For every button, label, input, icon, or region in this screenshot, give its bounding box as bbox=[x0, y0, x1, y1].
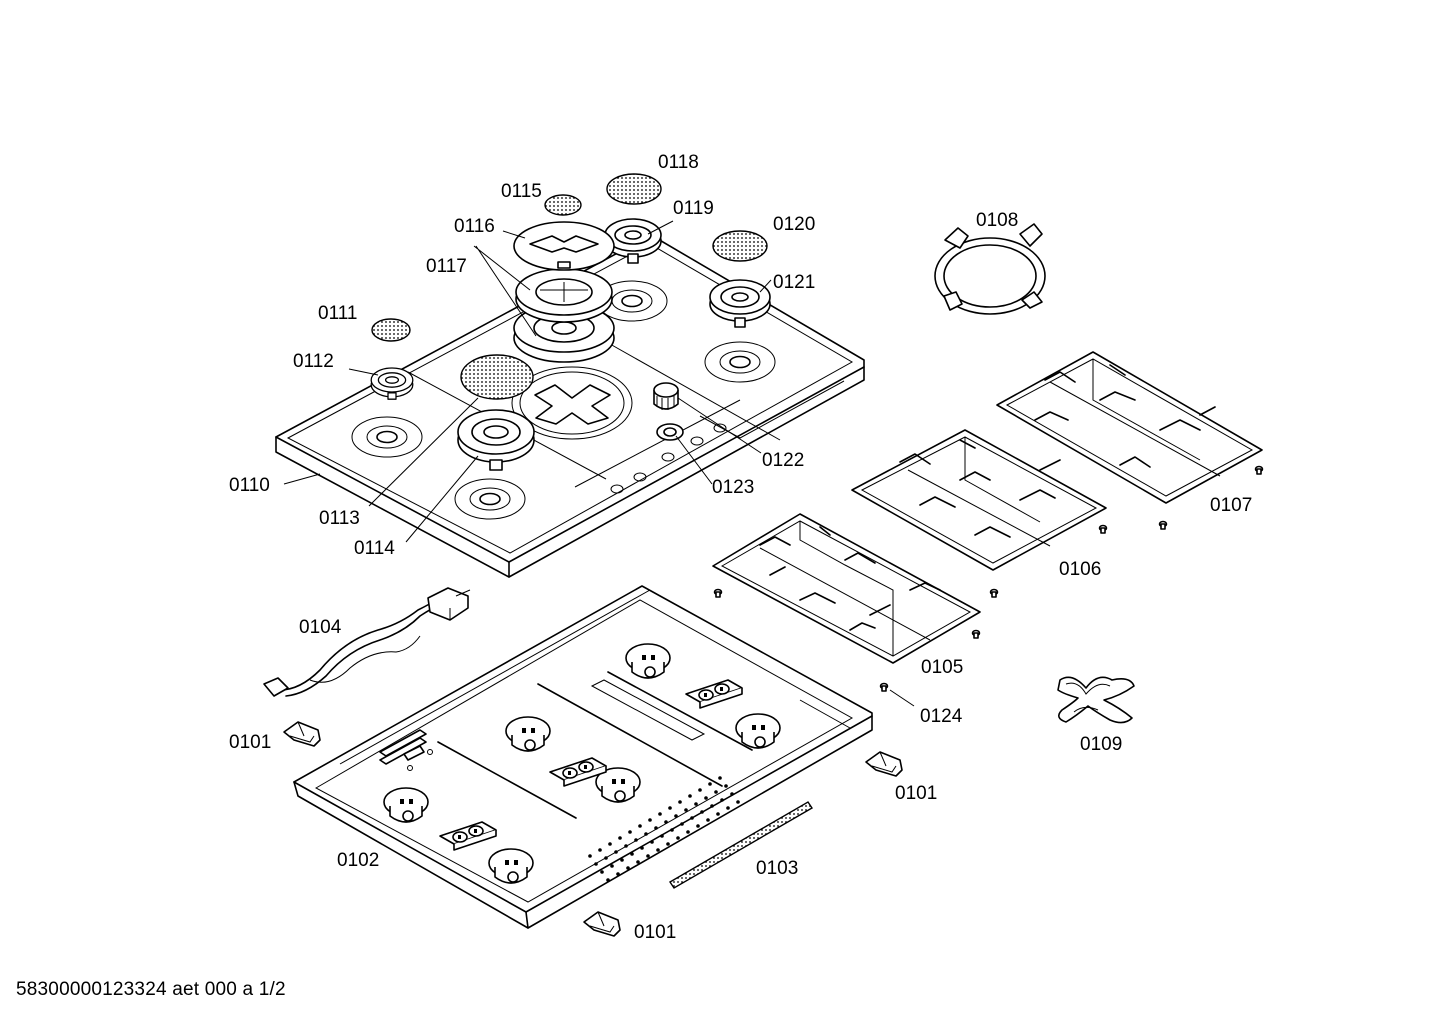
wok-ring-0108 bbox=[934, 223, 1046, 315]
burner-cap-0115 bbox=[544, 194, 582, 216]
label-0115: 0115 bbox=[501, 181, 542, 202]
control-switch-block bbox=[379, 729, 433, 771]
label-0111: 0111 bbox=[318, 303, 357, 324]
wok-cap-0116 bbox=[513, 221, 615, 271]
label-0106: 0106 bbox=[1059, 559, 1101, 580]
burner-cap-0113 bbox=[460, 354, 534, 400]
burner-cap-0120 bbox=[712, 230, 768, 262]
label-0105: 0105 bbox=[921, 657, 963, 678]
label-0117: 0117 bbox=[426, 256, 467, 277]
label-0123: 0123 bbox=[712, 477, 754, 498]
mounting-clip-0101-bottom bbox=[583, 911, 621, 937]
power-cord-0104 bbox=[263, 587, 471, 697]
label-0101-left: 0101 bbox=[229, 732, 271, 753]
burner-0114 bbox=[457, 409, 535, 471]
label-0107: 0107 bbox=[1210, 495, 1252, 516]
label-0119: 0119 bbox=[673, 198, 714, 219]
document-reference-footer: 58300000123324 aet 000 a 1/2 bbox=[16, 979, 286, 1000]
leader-lines bbox=[283, 220, 915, 707]
burner-0121 bbox=[709, 279, 771, 328]
label-0120: 0120 bbox=[773, 214, 815, 235]
label-0112: 0112 bbox=[293, 351, 334, 372]
knob-holes bbox=[610, 423, 727, 494]
pan-support-grid-0106 bbox=[851, 429, 1108, 598]
label-0118: 0118 bbox=[658, 152, 699, 173]
label-0104: 0104 bbox=[299, 617, 342, 638]
label-0113: 0113 bbox=[319, 508, 360, 529]
vent-holes bbox=[588, 776, 740, 882]
label-0102: 0102 bbox=[337, 850, 379, 871]
small-pan-support-0109 bbox=[1057, 676, 1135, 724]
label-0122: 0122 bbox=[762, 450, 804, 471]
rubber-foot-0124 bbox=[879, 682, 889, 692]
mounting-clip-0101-left bbox=[283, 721, 321, 747]
knob-seal bbox=[656, 423, 684, 441]
bottom-tray-0102 bbox=[293, 585, 873, 929]
mounting-clip-0101-right bbox=[865, 751, 903, 777]
label-0110: 0110 bbox=[229, 475, 270, 496]
label-0114: 0114 bbox=[354, 538, 395, 559]
control-knob bbox=[653, 382, 679, 410]
label-0116: 0116 bbox=[454, 216, 495, 237]
label-0103: 0103 bbox=[756, 858, 798, 879]
label-0109: 0109 bbox=[1080, 734, 1122, 755]
label-0101-right: 0101 bbox=[895, 783, 937, 804]
label-0124: 0124 bbox=[920, 706, 963, 727]
pan-support-grid-0107 bbox=[996, 351, 1264, 530]
burner-cap-0118 bbox=[606, 173, 662, 205]
label-0108: 0108 bbox=[976, 210, 1018, 231]
pan-support-grid-0105 bbox=[712, 513, 981, 664]
seal-strip-0103 bbox=[669, 801, 813, 889]
label-0101-bottom: 0101 bbox=[634, 922, 676, 943]
part-labels: 0101 0101 0101 0102 0103 0104 0105 0106 … bbox=[229, 152, 1252, 943]
wok-burner-0117-upper bbox=[515, 268, 613, 323]
label-0121: 0121 bbox=[773, 272, 815, 293]
burner-cap-0111 bbox=[371, 318, 411, 342]
